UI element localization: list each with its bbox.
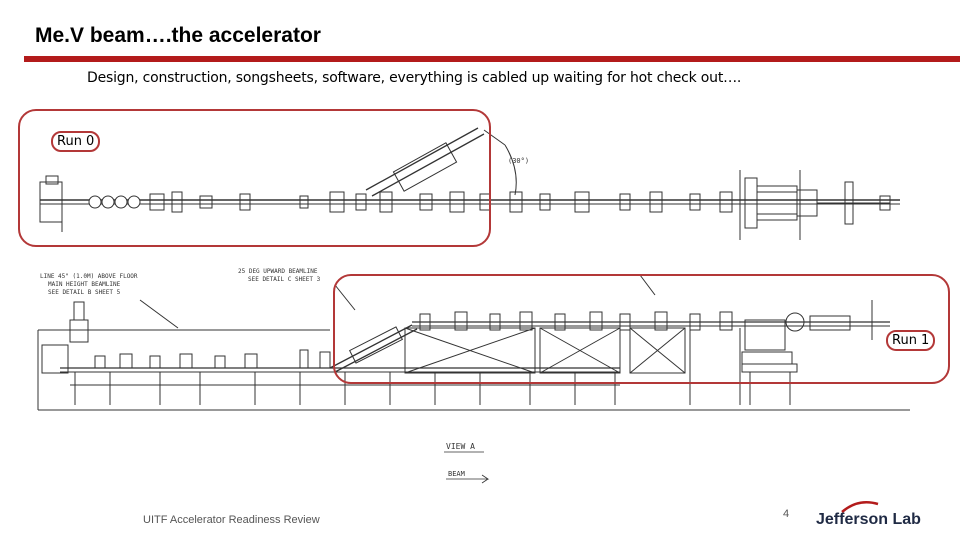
title-divider (24, 56, 960, 62)
note-mid-2: SEE DETAIL C SHEET 3 (248, 276, 321, 283)
page-number: 4 (783, 508, 790, 520)
note-left-2: MAIN HEIGHT BEAMLINE (48, 281, 121, 288)
jefferson-lab-logo-icon (841, 501, 879, 513)
note-left-1: LINE 45" (1.0M) ABOVE FLOOR (40, 273, 138, 280)
run1-highlight (333, 274, 950, 384)
run0-highlight (18, 109, 491, 247)
note-left-3: SEE DETAIL B SHEET 5 (48, 289, 121, 296)
beam-arrow-icon (446, 474, 490, 484)
run0-label: Run 0 (51, 131, 101, 152)
slide-title: Me.V beam….the accelerator (35, 24, 321, 47)
angle-note: (30°) (508, 157, 529, 165)
beam-label: BEAM (448, 470, 465, 478)
view-label: VIEW A (446, 442, 475, 451)
slide-subtitle: Design, construction, songsheets, softwa… (87, 70, 742, 86)
footer-text: UITF Accelerator Readiness Review (143, 514, 320, 526)
jefferson-lab-logo: Jefferson Lab (816, 511, 921, 528)
note-mid-1: 25 DEG UPWARD BEAMLINE (238, 268, 318, 275)
run1-label: Run 1 (886, 330, 936, 351)
